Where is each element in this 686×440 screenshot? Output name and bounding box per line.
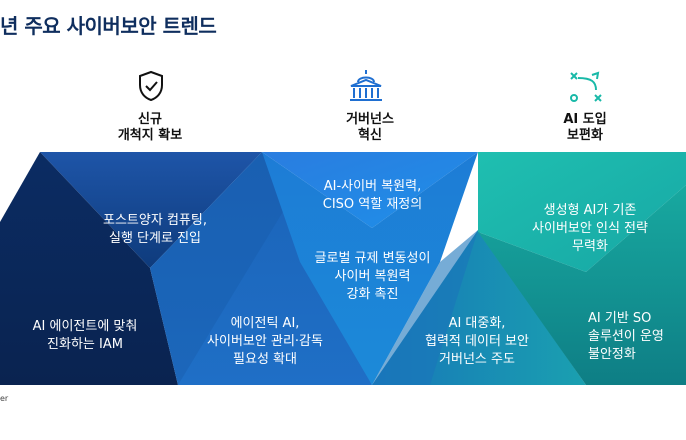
trend-post-quantum: 포스트양자 컴퓨팅, 실행 단계로 진입	[103, 213, 207, 246]
government-building-icon	[350, 70, 382, 101]
page-title: 년 주요 사이버보안 트렌드	[0, 14, 217, 38]
trend-ai-popularization: AI 대중화, 협력적 데이터 보안 거버넌스 주도	[425, 316, 529, 367]
segment-bg-2	[0, 152, 178, 385]
segment-bg-3	[150, 152, 372, 385]
shield-check-icon	[139, 70, 163, 102]
column-label-governance: 거버넌스 혁신	[346, 112, 394, 143]
trend-agentic-oversight: 에이전틱 AI, 사이버보안 관리·감독 필요성 확대	[207, 316, 323, 367]
trend-ai-soc: AI 기반 SO 솔루션이 운영 불안정화	[588, 311, 664, 362]
trend-global-regulation: 글로벌 규제 변동성이 사이버 복원력 강화 촉진	[314, 251, 431, 302]
column-label-ai-adoption: AI 도입 보편화	[563, 112, 607, 143]
segment-bg-5	[262, 152, 478, 385]
segment-bg-7	[478, 152, 686, 272]
segment-bg-8	[478, 185, 686, 385]
trend-agent-iam: AI 에이전트에 맞춰 진화하는 IAM	[32, 319, 138, 352]
trend-genai-strategy: 생성형 AI가 기존 사이버보안 인식 전략 무력화	[532, 203, 648, 254]
strategy-play-icon	[570, 71, 602, 102]
footer-source: er	[0, 394, 9, 403]
trend-ciso-role: AI-사이버 복원력, CISO 역할 재정의	[322, 179, 423, 212]
segment-bg-4	[262, 152, 478, 228]
column-label-new-frontier: 신규 개척지 확보	[117, 112, 183, 143]
segment-bg-1	[40, 152, 262, 268]
